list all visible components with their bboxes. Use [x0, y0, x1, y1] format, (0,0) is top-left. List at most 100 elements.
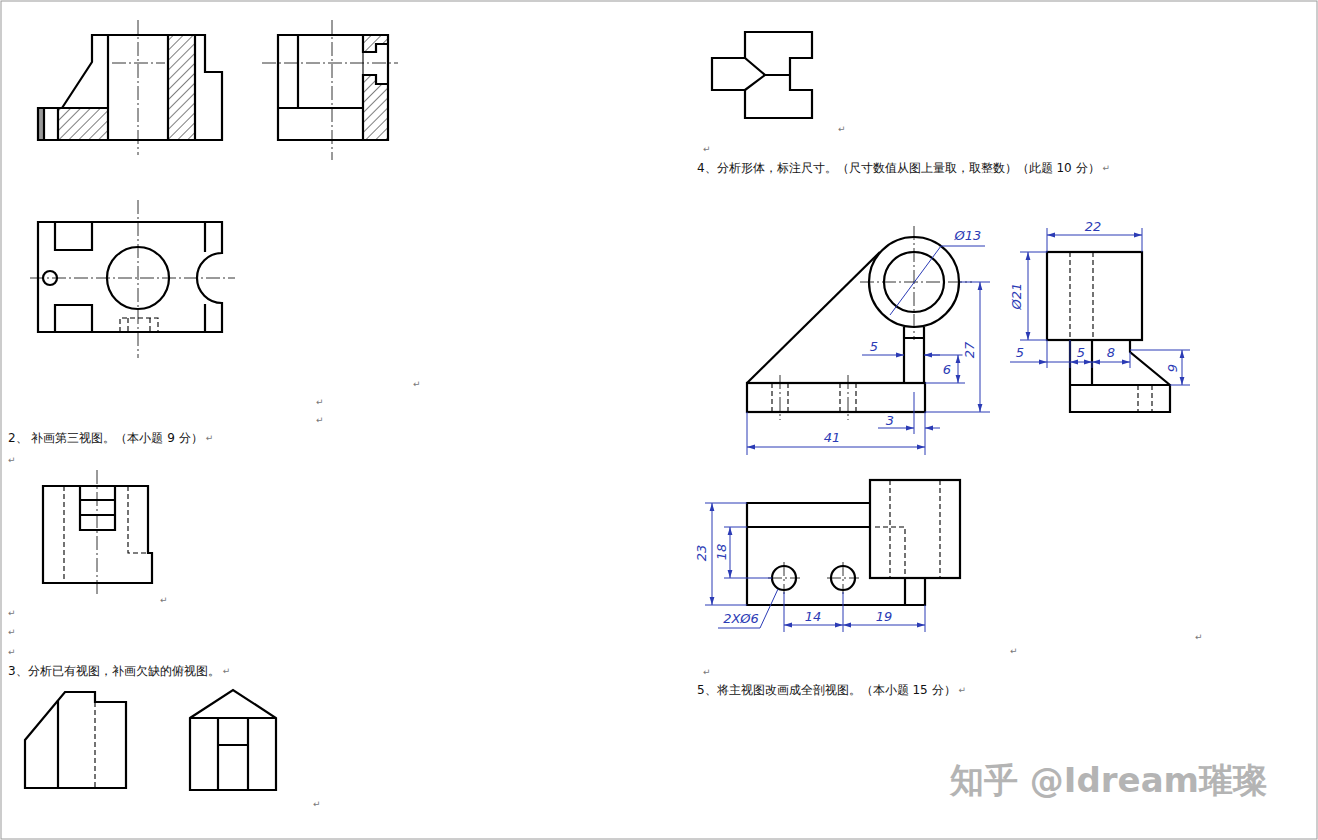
dimension-lines-part: [958, 355, 959, 383]
top-view-part: [55, 222, 205, 332]
side-section-view-part: [376, 44, 388, 84]
dimension-lines-part: [1092, 362, 1130, 363]
exercise-4-front-view-part: [904, 327, 924, 383]
dimension-lines-part: [925, 428, 940, 429]
exercise-4-front-view-part: [772, 383, 856, 412]
dimension-text: 5: [869, 340, 879, 353]
dimension-lines-part: [712, 503, 713, 605]
exercise-3-front-view-part: [94, 702, 95, 788]
dimension-lines-part: [747, 447, 925, 448]
dimension-lines-part: [1047, 340, 1130, 368]
paragraph-mark: ↵: [1010, 647, 1018, 657]
top-view-part: [120, 318, 158, 332]
paragraph-mark: ↵: [703, 668, 711, 678]
exercise-4-side-view-part: [1138, 385, 1152, 412]
front-section-view-part: [44, 35, 195, 140]
side-section-view-part: [278, 35, 388, 140]
exercise-4-top-view-part: [875, 480, 940, 578]
exercise-2-view-part: [43, 486, 152, 583]
dimension-lines-part: [1028, 252, 1029, 340]
dimension-text: 41: [823, 431, 842, 444]
paragraph-mark: ↵: [838, 125, 846, 135]
dimension-text: 9: [1166, 363, 1179, 373]
dimension-lines-part: [925, 355, 965, 383]
exercise-4-front-view-part: [780, 375, 848, 420]
front-section-view: [38, 20, 222, 155]
exercise-3-side-view-part: [190, 690, 276, 790]
dimension-lines-part: [980, 282, 981, 412]
paragraph-mark: ↵: [206, 434, 214, 444]
dimension-text: 5: [1076, 346, 1086, 359]
watermark: 知乎 @Idream璀璨: [950, 762, 1267, 799]
dimension-lines-part: [705, 503, 747, 605]
dimension-lines-part: [784, 625, 843, 626]
dimension-lines-part: [718, 589, 778, 628]
dimension-text: 19: [875, 610, 894, 623]
dimension-lines-part: [1130, 350, 1190, 385]
exercise-4-top-view-part: [870, 480, 960, 578]
dimension-lines-part: [1182, 350, 1183, 385]
exercise-4-side-view-part: [1070, 252, 1093, 340]
paragraph-mark: ↵: [316, 398, 324, 408]
question-text: 4、分析形体，标注尺寸。（尺寸数值从图上量取，取整数）（此题 10 分）: [697, 162, 1100, 175]
exercise-4-front-view-part: [747, 383, 925, 412]
dimension-text: 22: [1084, 220, 1103, 233]
paragraph-mark: ↵: [8, 628, 16, 638]
dimension-text: 23: [695, 544, 708, 563]
dimension-lines-part: [730, 527, 731, 578]
side-section-view-part: [363, 52, 376, 75]
question-text: 2、 补画第三视图。（本小题 9 分）: [8, 432, 203, 445]
paragraph-mark: ↵: [8, 456, 16, 466]
exercise-4-top-view-part: [768, 562, 859, 594]
exercise-3-front-view: [25, 692, 126, 788]
dimension-lines-part: [1010, 362, 1047, 363]
dimension-text: 2XØ6: [722, 612, 759, 625]
exercise-4-side-view-part: [1070, 340, 1170, 412]
dimension-text: 6: [942, 363, 952, 376]
front-section-view-part: [38, 35, 222, 140]
exercise-3-front-view-part: [57, 700, 59, 788]
exercise-4-side-view-part: [1047, 252, 1142, 340]
dimension-text: 14: [804, 610, 823, 623]
paragraph-mark: ↵: [313, 800, 321, 810]
dimension-text: 8: [1106, 346, 1116, 359]
dimension-lines-part: [1047, 362, 1070, 363]
dimension-lines: [705, 228, 1190, 632]
top-view-part: [38, 222, 222, 332]
exercise-2-view: [43, 470, 152, 595]
front-section-view-part: [112, 20, 165, 155]
exercise-2-view-part: [64, 486, 148, 583]
question-text: 3、分析已有视图，补画欠缺的俯视图。: [8, 665, 220, 678]
dimension-lines-part: [1020, 252, 1047, 340]
front-section-view-part: [58, 108, 108, 140]
paragraph-mark: ↵: [223, 667, 231, 677]
top-view: [30, 200, 235, 358]
dimension-text: 18: [715, 543, 728, 562]
side-section-view-part: [362, 52, 363, 75]
paragraph-mark: ↵: [959, 686, 967, 696]
exercise-3-front-view-part: [25, 692, 126, 788]
dimension-lines-part: [724, 527, 772, 578]
partial-view-part: [712, 32, 812, 118]
paragraph-mark: ↵: [316, 416, 324, 426]
exercise-3-side-view: [190, 690, 276, 790]
dimension-lines-part: [925, 282, 990, 412]
paragraph-mark: ↵: [160, 596, 168, 606]
paragraph-mark: ↵: [413, 380, 421, 390]
exercise-2-view-part: [80, 486, 115, 530]
side-section-view-part: [262, 20, 398, 160]
partial-view-part: [745, 58, 790, 90]
exercise-4-front-view: [747, 226, 972, 420]
paragraph-mark: ↵: [1103, 164, 1111, 174]
exercise-3-side-view-part: [190, 718, 276, 790]
dimension-text: 27: [963, 341, 976, 360]
exercise-4-top-view-part: [747, 503, 925, 605]
dimension-lines-part: [890, 246, 985, 315]
paragraph-mark: ↵: [8, 648, 16, 658]
dimension-lines-part: [843, 625, 925, 626]
dimension-text: 3: [885, 414, 895, 427]
side-section-view-part: [278, 35, 388, 140]
